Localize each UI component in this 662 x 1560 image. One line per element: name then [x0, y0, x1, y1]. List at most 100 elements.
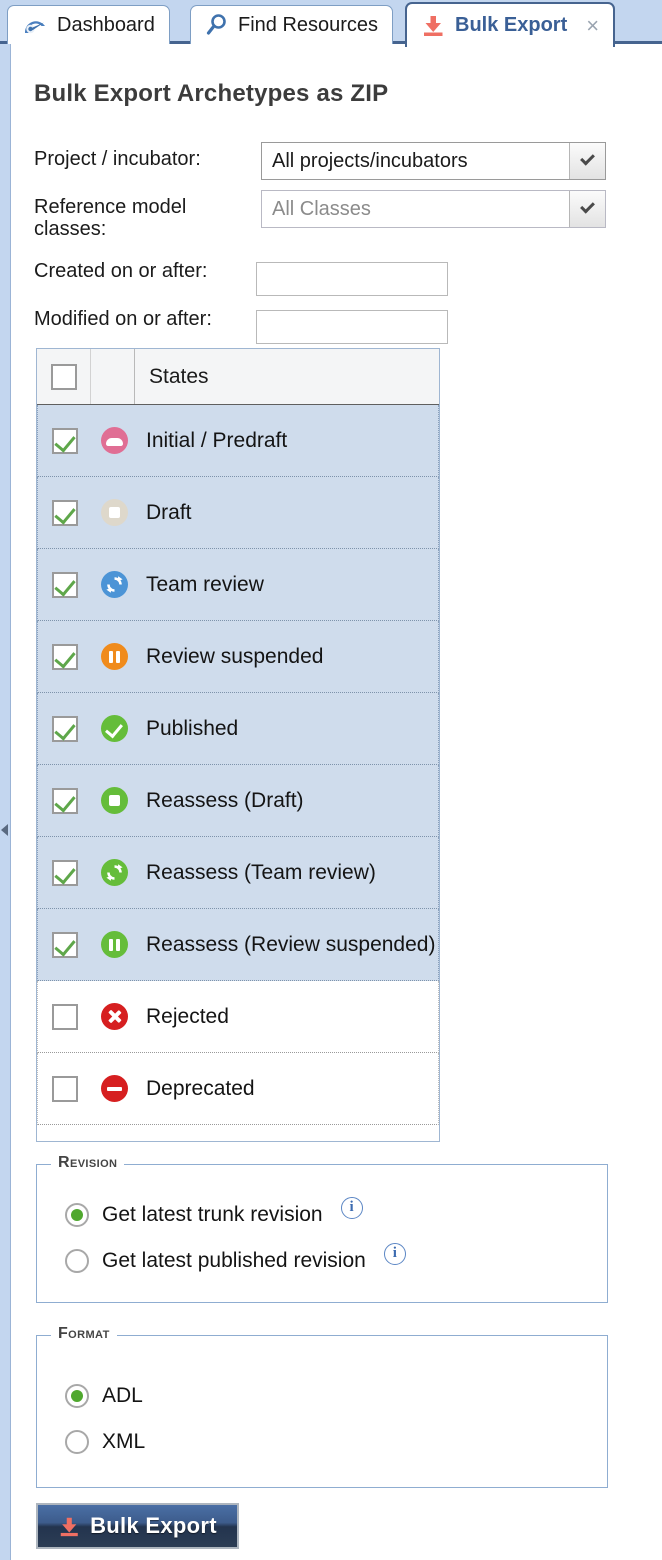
- states-row[interactable]: Review suspended: [37, 621, 439, 693]
- format-option-adl[interactable]: ADL: [65, 1384, 143, 1408]
- state-predraft-icon: [100, 427, 128, 454]
- states-row-checkbox-cell[interactable]: [38, 1003, 92, 1030]
- state-published-icon: [100, 715, 128, 742]
- format-option-label: XML: [102, 1430, 146, 1453]
- format-fieldset: Format ADL XML: [36, 1325, 608, 1488]
- states-row[interactable]: Reassess (Review suspended): [37, 909, 439, 981]
- states-row[interactable]: Reassess (Draft): [37, 765, 439, 837]
- states-row-label: Reassess (Team review): [146, 860, 376, 884]
- states-row-checkbox-cell[interactable]: [38, 787, 92, 814]
- states-row-checkbox[interactable]: [52, 1075, 78, 1102]
- icon-column-header: [91, 349, 135, 404]
- states-row-checkbox-cell[interactable]: [38, 571, 92, 598]
- created-on-or-after-input[interactable]: [256, 262, 448, 296]
- states-row-icon-cell: [92, 499, 136, 526]
- states-row-label: Published: [146, 716, 239, 740]
- modified-label: Modified on or after:: [34, 308, 212, 330]
- info-icon[interactable]: i: [383, 1243, 406, 1265]
- reference-model-select-value: All Classes: [272, 197, 371, 220]
- select-all-cell[interactable]: [37, 349, 91, 404]
- states-row-label: Team review: [146, 572, 264, 596]
- created-label: Created on or after:: [34, 260, 208, 282]
- chevron-down-icon[interactable]: [569, 191, 605, 227]
- states-row[interactable]: Reassess (Team review): [37, 837, 439, 909]
- radio-trunk[interactable]: [65, 1203, 89, 1227]
- states-row-icon-cell: [92, 859, 136, 886]
- states-row-checkbox[interactable]: [52, 859, 78, 886]
- states-row-label: Review suspended: [146, 644, 324, 668]
- states-row-label: Initial / Predraft: [146, 428, 288, 452]
- tab-label: Dashboard: [57, 13, 155, 36]
- format-option-xml[interactable]: XML: [65, 1430, 145, 1454]
- state-reassess-team-icon: [100, 859, 128, 886]
- states-row-checkbox[interactable]: [52, 931, 78, 958]
- states-row-icon-cell: [92, 427, 136, 454]
- states-row-checkbox[interactable]: [52, 787, 78, 814]
- tab-bulk-export[interactable]: Bulk Export ×: [405, 2, 616, 47]
- created-label-row: Created on or after:: [34, 260, 207, 282]
- states-row[interactable]: Initial / Predraft: [37, 405, 439, 477]
- states-row-checkbox-cell[interactable]: [38, 1075, 92, 1102]
- project-label: Project / incubator:: [34, 148, 201, 170]
- sidebar-collapse-strip[interactable]: [0, 44, 11, 1560]
- states-row-checkbox-cell[interactable]: [38, 499, 92, 526]
- table-filler: [37, 1125, 439, 1141]
- modified-on-or-after-input[interactable]: [256, 310, 448, 344]
- states-row[interactable]: Rejected: [37, 981, 439, 1053]
- tab-label: Bulk Export: [455, 14, 568, 36]
- state-reassess-susp-icon: [100, 931, 128, 958]
- states-row[interactable]: Draft: [37, 477, 439, 549]
- chevron-down-icon[interactable]: [569, 143, 605, 179]
- states-row-checkbox[interactable]: [52, 1003, 78, 1030]
- revision-option-published[interactable]: Get latest published revision i: [65, 1243, 406, 1273]
- radio-xml[interactable]: [65, 1430, 89, 1454]
- states-row-checkbox[interactable]: [52, 499, 78, 526]
- bulk-export-button[interactable]: Bulk Export: [36, 1503, 239, 1549]
- states-row[interactable]: Team review: [37, 549, 439, 621]
- main-content: Bulk Export Archetypes as ZIP Project / …: [11, 44, 662, 1560]
- states-table-header: States: [37, 349, 439, 405]
- project-label-row: Project / incubator:: [34, 148, 201, 170]
- states-row-checkbox[interactable]: [52, 571, 78, 598]
- states-row-icon-cell: [92, 715, 136, 742]
- states-row-label: Reassess (Review suspended): [146, 932, 436, 956]
- states-row[interactable]: Deprecated: [37, 1053, 439, 1125]
- radio-adl[interactable]: [65, 1384, 89, 1408]
- states-row-checkbox-cell[interactable]: [38, 427, 92, 454]
- state-rejected-icon: [100, 1003, 128, 1030]
- revision-option-label: Get latest trunk revision: [102, 1203, 323, 1226]
- project-select[interactable]: All projects/incubators: [261, 142, 606, 180]
- revision-fieldset: Revision Get latest trunk revision i Get…: [36, 1154, 608, 1303]
- revision-legend: Revision: [51, 1154, 125, 1172]
- tab-dashboard[interactable]: Dashboard: [7, 5, 170, 44]
- states-row[interactable]: Published: [37, 693, 439, 765]
- format-option-label: ADL: [102, 1384, 143, 1407]
- state-deprecated-icon: [100, 1075, 128, 1102]
- close-icon[interactable]: ×: [586, 12, 600, 38]
- radio-published[interactable]: [65, 1249, 89, 1273]
- info-icon[interactable]: i: [340, 1197, 363, 1219]
- states-row-label: Draft: [146, 500, 192, 524]
- state-draft-icon: [100, 499, 128, 526]
- states-row-checkbox[interactable]: [52, 715, 78, 742]
- states-row-checkbox-cell[interactable]: [38, 643, 92, 670]
- states-row-checkbox-cell[interactable]: [38, 715, 92, 742]
- states-row-checkbox-cell[interactable]: [38, 859, 92, 886]
- reference-model-label-row: Reference model classes:: [34, 196, 224, 241]
- states-row-icon-cell: [92, 787, 136, 814]
- collapse-arrow-icon[interactable]: [1, 824, 8, 836]
- states-row-checkbox-cell[interactable]: [38, 931, 92, 958]
- states-row-checkbox[interactable]: [52, 643, 78, 670]
- project-select-value: All projects/incubators: [272, 149, 468, 172]
- revision-option-trunk[interactable]: Get latest trunk revision i: [65, 1197, 363, 1227]
- bulk-export-button-label: Bulk Export: [90, 1513, 217, 1538]
- states-row-checkbox[interactable]: [52, 427, 78, 454]
- select-all-checkbox[interactable]: [50, 363, 77, 390]
- gauge-icon: [22, 14, 48, 36]
- download-icon: [421, 13, 446, 38]
- tab-find-resources[interactable]: Find Resources: [190, 5, 394, 44]
- state-team-review-icon: [100, 571, 128, 598]
- reference-model-select[interactable]: All Classes: [261, 190, 606, 228]
